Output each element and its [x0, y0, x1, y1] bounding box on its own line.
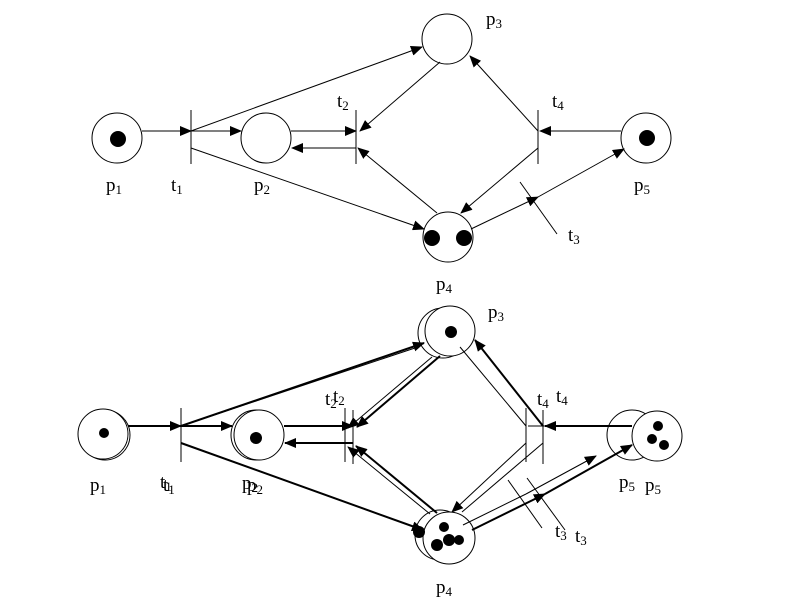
label-t1: t1 [163, 475, 175, 497]
arcs [142, 46, 625, 231]
place-p5-b [631, 410, 683, 462]
place-p1 [91, 112, 143, 164]
arc [470, 196, 539, 230]
place-p4 [422, 211, 474, 263]
arc [460, 147, 539, 214]
token [653, 421, 663, 431]
place-p3-b [424, 305, 476, 357]
ghost-places [79, 307, 658, 561]
label-t2-ghost: t2 [325, 389, 337, 411]
arc [459, 346, 527, 427]
label-t2: t2 [333, 386, 345, 408]
label-p5-ghost: p5 [619, 472, 635, 494]
label-p3: p3 [488, 302, 504, 324]
label-p2: p2 [254, 175, 270, 197]
transition-t3 [526, 477, 566, 531]
arc [190, 46, 423, 132]
arc [180, 347, 416, 427]
arc [537, 148, 625, 198]
place-p2 [240, 112, 292, 164]
place-p4-b [413, 511, 476, 565]
arc [347, 446, 431, 515]
label-p4: p4 [436, 577, 453, 599]
place-p2-b [233, 409, 285, 461]
transition-t3 [519, 181, 558, 235]
arcs-b [128, 339, 633, 531]
token [250, 432, 262, 444]
label-t4: t4 [552, 91, 564, 113]
arc [544, 444, 633, 495]
bottom-net: p1 p2 p2 p3 p4 p5 p5 t1 t1 t2 t2 t3 t3 t… [77, 302, 683, 599]
arc [461, 442, 544, 513]
arc [359, 61, 441, 132]
arc [357, 147, 438, 214]
arc [356, 355, 441, 428]
top-net: p1 p2 p3 p4 p5 t1 t2 t3 t4 [91, 9, 672, 296]
arc [474, 339, 544, 427]
token [443, 534, 455, 546]
arc [190, 147, 425, 231]
label-p5: p5 [634, 175, 650, 197]
label-p2-ghost: p2 [242, 473, 258, 495]
label-p1: p1 [106, 175, 122, 197]
token [454, 535, 464, 545]
place-p3 [421, 13, 473, 65]
token [431, 539, 443, 551]
token [647, 434, 657, 444]
arc [451, 442, 527, 513]
arc [355, 445, 438, 514]
token [456, 230, 472, 246]
token [110, 131, 126, 147]
label-p5: p5 [645, 475, 661, 497]
arc [180, 442, 424, 531]
token [99, 428, 109, 438]
label-p2: p2 [247, 475, 263, 497]
label-t3: t3 [575, 526, 587, 548]
label-t4-ghost: t4 [537, 389, 549, 411]
token [639, 130, 655, 146]
label-t3: t3 [568, 225, 580, 247]
arc [469, 55, 539, 132]
label-p1: p1 [90, 475, 106, 497]
token [445, 326, 457, 338]
token [659, 440, 669, 450]
label-p4: p4 [436, 274, 453, 296]
arcs-b-ghost [180, 346, 606, 526]
place-p1-b [77, 408, 129, 460]
label-t4: t4 [556, 386, 568, 408]
arc [471, 493, 546, 531]
label-t3-ghost: t3 [555, 521, 567, 543]
token [424, 230, 440, 246]
place-p5 [620, 112, 672, 164]
label-t1-ghost: t1 [160, 472, 172, 494]
arc [525, 455, 597, 495]
arc [347, 356, 433, 429]
label-t1: t1 [171, 175, 183, 197]
arc [462, 493, 527, 526]
label-t2: t2 [337, 91, 349, 113]
token [439, 522, 449, 532]
label-p3: p3 [486, 9, 502, 31]
